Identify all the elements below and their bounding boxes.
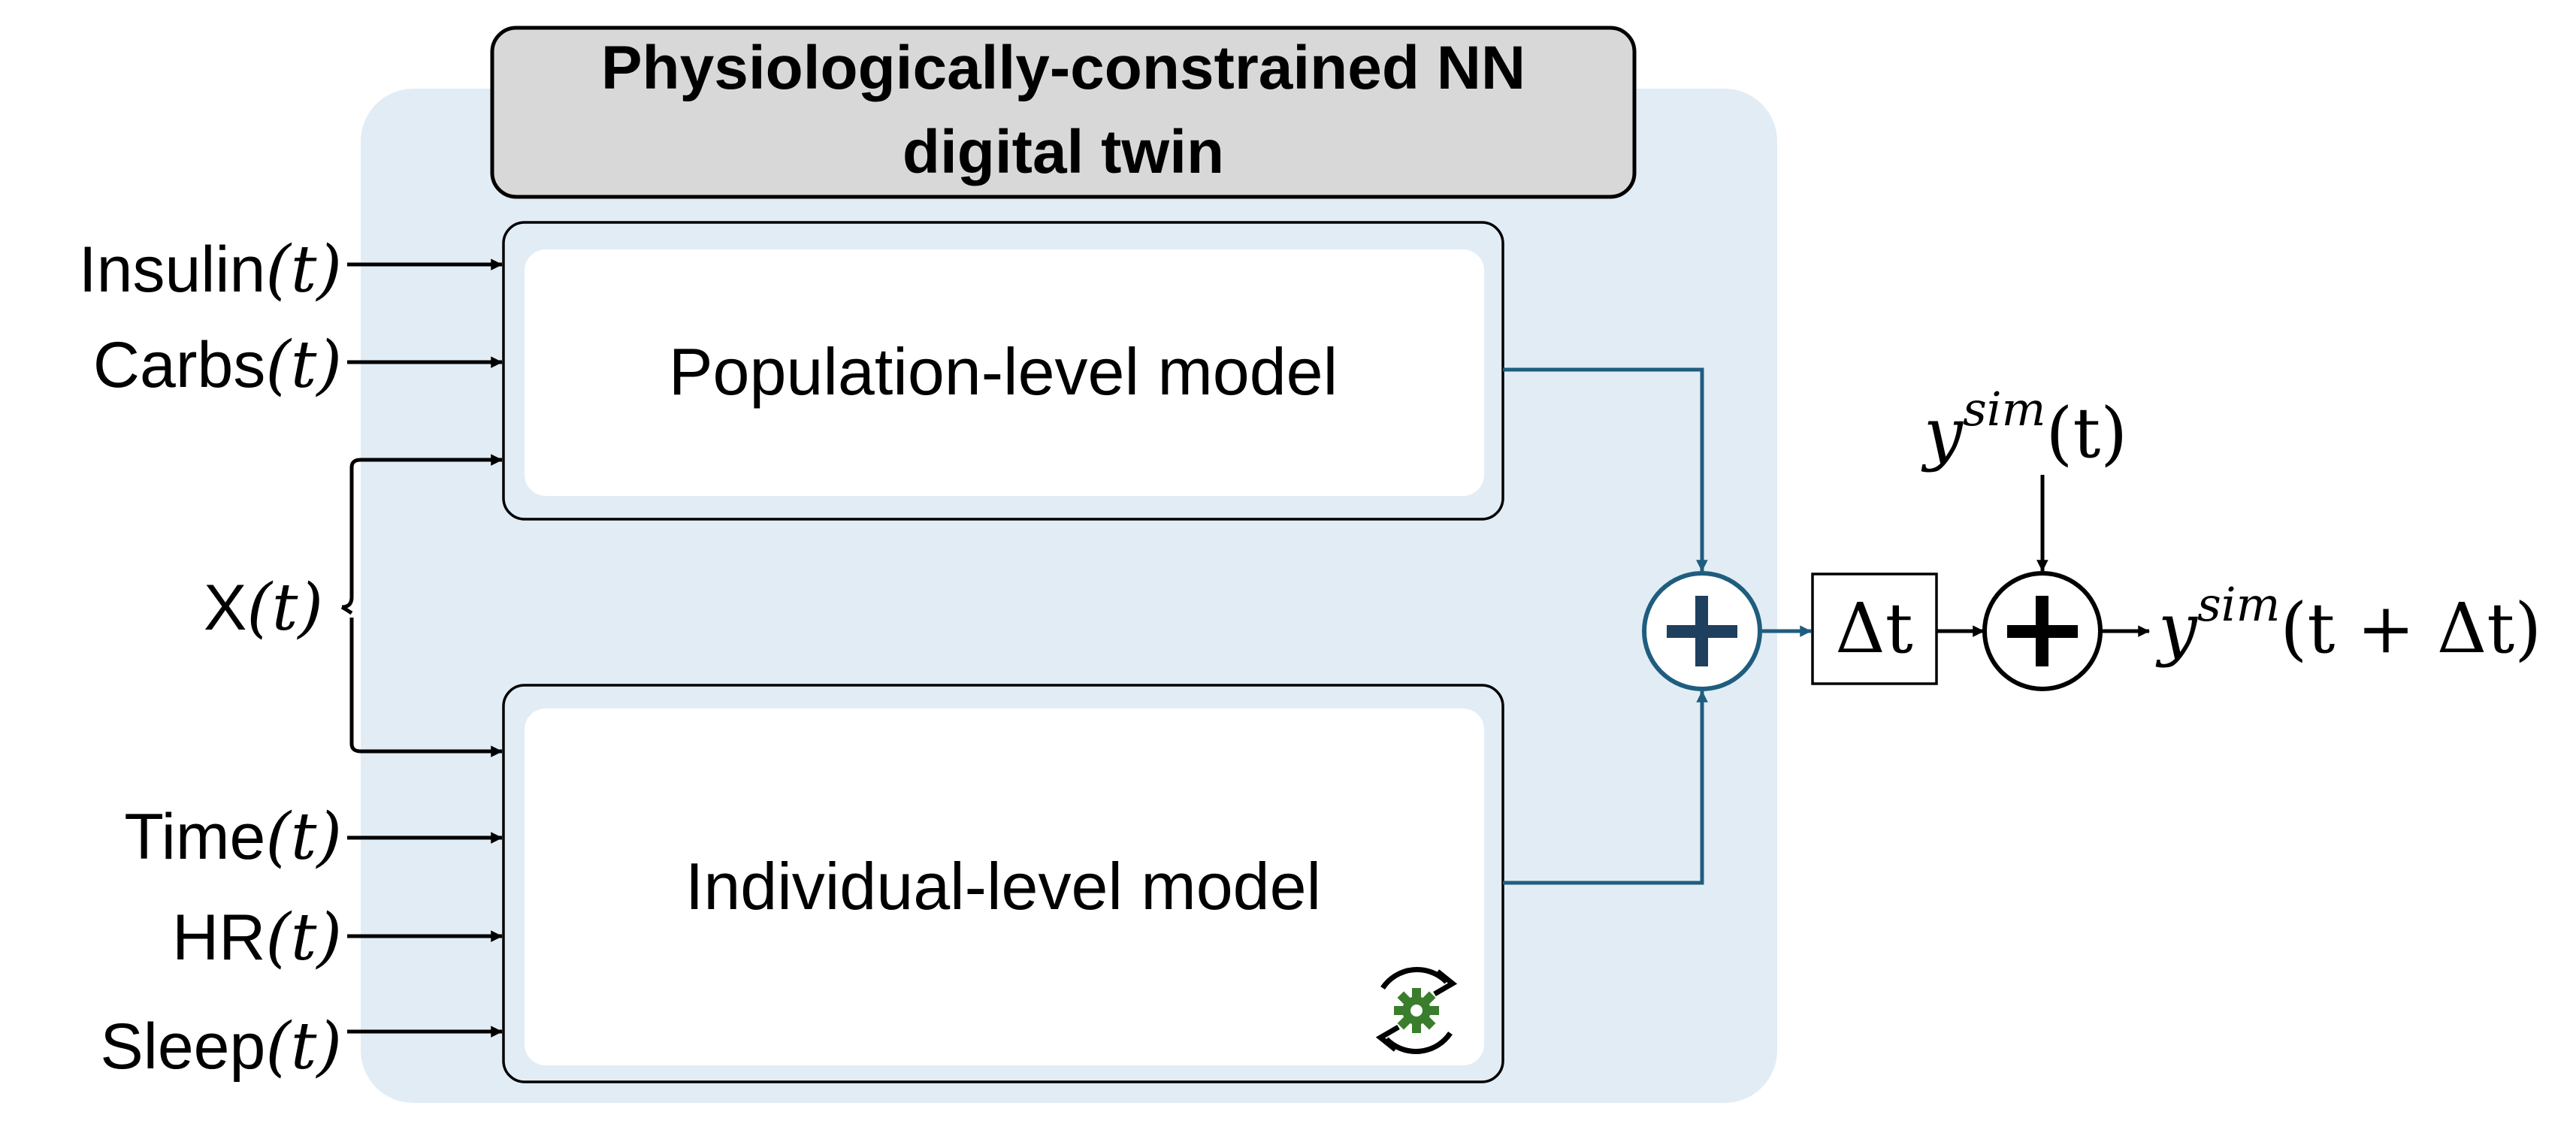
retrain-cycle-gear-icon <box>1375 967 1458 1054</box>
y-sim-output-label: ysim(t + Δt) <box>2155 577 2541 669</box>
population-model-label: Population-level model <box>669 334 1338 409</box>
input-label-hr: HR(t) <box>172 900 342 975</box>
delta-t-block <box>1811 573 1938 685</box>
y-sim-t-label: ysim(t) <box>1921 382 2127 473</box>
sum-junction-integrator <box>1982 571 2103 691</box>
input-label-carbs: Carbs(t) <box>93 328 342 403</box>
input-label-time: Time(t) <box>124 799 342 875</box>
sum-junction-models <box>1642 571 1762 691</box>
input-label-insulin: Insulin(t) <box>79 232 342 307</box>
individual-model-label: Individual-level model <box>685 849 1321 923</box>
individual-output-line <box>1503 690 1708 885</box>
input-label-x: X(t) <box>204 570 323 645</box>
input-label-sleep: Sleep(t) <box>100 1009 342 1084</box>
population-output-line <box>1503 367 1708 572</box>
title-line-2: digital twin <box>903 118 1224 186</box>
population-model-inner <box>525 249 1484 496</box>
individual-model-inner <box>525 708 1484 1065</box>
title-line-1: Physiologically-constrained NN <box>601 34 1525 102</box>
x-brace <box>340 458 502 754</box>
delta-t-label: Δt <box>1835 588 1912 669</box>
title-box <box>490 26 1637 199</box>
